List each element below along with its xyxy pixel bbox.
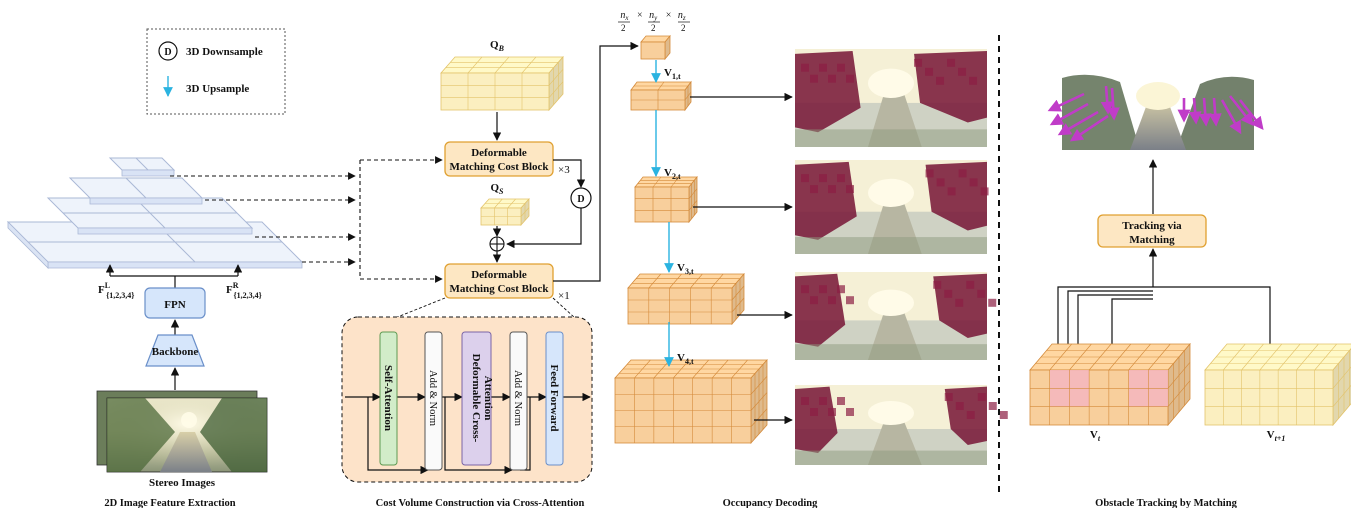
occupancy-render-4 bbox=[795, 385, 1008, 465]
motion-arrow-13 bbox=[1220, 99, 1242, 135]
add-norm-1-block bbox=[424, 331, 443, 471]
tracking-block bbox=[1097, 214, 1207, 248]
query-s-volume bbox=[480, 197, 530, 227]
downsample-legend-icon bbox=[158, 41, 178, 61]
query-b-volume bbox=[440, 55, 564, 112]
motion-arrow-6 bbox=[1100, 85, 1114, 115]
resolution-label: nx × ny × nz bbox=[620, 10, 686, 23]
deformable-cross-attention-block bbox=[461, 331, 492, 466]
add-norm-2-block bbox=[509, 331, 528, 471]
feature-pyramid bbox=[6, 157, 304, 269]
motion-arrow-12 bbox=[1238, 99, 1264, 131]
motion-arrow-3 bbox=[1069, 114, 1109, 142]
feature-left-label: FL{1,2,3,4} bbox=[98, 281, 134, 300]
occupancy-volumes bbox=[614, 34, 768, 445]
dmcb-1-line2: Matching Cost Block bbox=[450, 161, 550, 173]
cross-attention-label-1: Deformable Cross- bbox=[470, 354, 482, 443]
motion-arrow-2 bbox=[1057, 110, 1099, 136]
volume-4-label: V4,t bbox=[677, 352, 694, 366]
dmcb-block-1 bbox=[444, 141, 554, 177]
occupancy-render-2 bbox=[795, 160, 989, 254]
volume-4-grid bbox=[627, 272, 745, 326]
occupancy-render-1 bbox=[795, 49, 987, 147]
volume-t-label: Vt bbox=[1090, 429, 1101, 443]
dmcb-2-line2: Matching Cost Block bbox=[450, 283, 550, 295]
tracking-render bbox=[1047, 72, 1264, 156]
resolution-denominator-x: 2 bbox=[621, 23, 626, 33]
motion-arrow-11 bbox=[1228, 95, 1254, 127]
motion-arrow-9 bbox=[1198, 97, 1212, 127]
occupancy-render-3 bbox=[795, 272, 997, 360]
section-title-feature-extraction: 2D Image Feature Extraction bbox=[104, 498, 235, 508]
stereo-images bbox=[96, 390, 268, 473]
downsample-symbol: D bbox=[577, 194, 584, 205]
section-title-cost-volume: Cost Volume Construction via Cross-Atten… bbox=[376, 498, 585, 508]
feed-forward-block bbox=[545, 331, 564, 466]
motion-arrow-8 bbox=[1188, 97, 1202, 125]
tracking-line2: Matching bbox=[1129, 234, 1175, 246]
fpn-block bbox=[144, 287, 206, 319]
legend-frame bbox=[146, 28, 286, 115]
motion-arrow-4 bbox=[1047, 92, 1085, 112]
feed-forward-label: Feed Forward bbox=[548, 365, 560, 432]
backbone-label: Backbone bbox=[152, 346, 199, 358]
fpn-label: FPN bbox=[164, 299, 185, 311]
volume-2-grid bbox=[630, 80, 692, 112]
volume-1-label: V1,t bbox=[664, 67, 681, 81]
self-attention-block bbox=[379, 331, 398, 466]
volume-3-grid bbox=[634, 175, 698, 224]
dmcb-2-line1: Deformable bbox=[471, 269, 527, 281]
resolution-denominator-y: 2 bbox=[651, 23, 656, 33]
tracking-line1: Tracking via bbox=[1122, 220, 1182, 232]
query-b-grid bbox=[440, 55, 564, 112]
section-title-tracking: Obstacle Tracking by Matching bbox=[1095, 498, 1237, 508]
section-title-occupancy: Occupancy Decoding bbox=[723, 498, 819, 508]
query-s-grid bbox=[480, 197, 530, 227]
motion-arrow-1 bbox=[1049, 102, 1089, 126]
resolution-denominator-z: 2 bbox=[681, 23, 686, 33]
volume-t1-label: Vt+1 bbox=[1267, 429, 1286, 443]
times3-label: ×3 bbox=[558, 164, 570, 176]
tracking-volumes bbox=[1029, 342, 1351, 427]
volume-t1-grid bbox=[1204, 343, 1351, 427]
feature-right-label: FR{1,2,3,4} bbox=[226, 281, 262, 300]
volume-t-grid bbox=[1029, 342, 1191, 427]
occupancy-renders bbox=[795, 49, 1008, 465]
volume-5-grid bbox=[614, 358, 768, 445]
times1-label: ×1 bbox=[558, 290, 570, 302]
volume-2-label: V2,t bbox=[664, 167, 681, 181]
dmcb-1-line1: Deformable bbox=[471, 147, 527, 159]
motion-arrow-10 bbox=[1208, 97, 1222, 127]
add-norm-1-label: Add & Norm bbox=[427, 370, 438, 426]
legend-downsample-label: 3D Downsample bbox=[186, 46, 263, 58]
legend-upsample-label: 3D Upsample bbox=[186, 83, 249, 95]
stereo-images-label: Stereo Images bbox=[149, 477, 216, 489]
backbone-block bbox=[145, 334, 205, 367]
cross-attention-label-2: Attention bbox=[482, 376, 494, 421]
legend-downsample-symbol: D bbox=[164, 47, 171, 58]
volume-1-grid bbox=[640, 34, 671, 61]
legend: D 3D Downsample 3D Upsample bbox=[146, 28, 286, 115]
query-b-label: QB bbox=[490, 39, 505, 53]
add-norm-2-label: Add & Norm bbox=[512, 370, 523, 426]
volume-3-label: V3,t bbox=[677, 262, 694, 276]
self-attention-label: Self-Attention bbox=[382, 365, 394, 431]
query-s-label: QS bbox=[490, 182, 504, 196]
motion-arrows bbox=[1047, 85, 1264, 142]
